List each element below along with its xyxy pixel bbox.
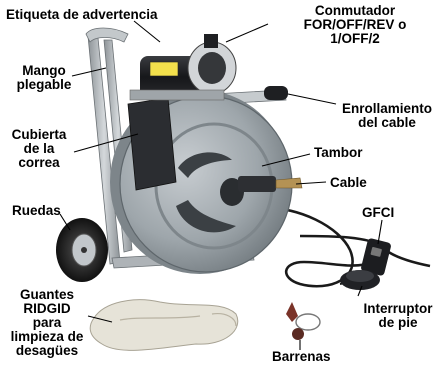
drum-label: Tambor [314,145,363,160]
drum-slot-2 [176,200,236,233]
switch-label-line-1: Conmutador [314,3,396,18]
warning-sticker [149,61,179,77]
wheels-label: Ruedas [12,203,61,218]
augers-label: Barrenas [272,349,331,364]
switch-label-line-2: FOR/OFF/REV o [303,17,407,32]
gloves-label: Guantes RIDGID para limpieza de desagües [4,288,90,358]
belt-cover [127,97,177,191]
motor-mount [129,89,225,101]
gloves-fold [119,315,201,321]
wheel-axle [81,247,87,253]
cable-label: Cable [330,175,367,190]
foot-switch-label: Interruptor de pie [356,302,440,330]
belt-cover-line-1: Cubierta [11,127,67,142]
gloves-cuff [211,313,237,327]
gloves-line-5: desagües [15,343,79,358]
belt-cover-line-3: correa [18,155,60,170]
gloves-line-4: limpieza de [10,329,84,344]
cable-loop [254,206,375,288]
switch-label: Conmutador FOR/OFF/REV o 1/OFF/2 [270,4,440,46]
folding-handle-line-1: Mango [22,63,66,78]
gloves-line-1: Guantes [19,287,74,302]
cable-winding-line-2: del cable [358,115,416,130]
gloves-line-2: RIDGID [23,301,71,316]
cable-winding-label: Enrollamiento del cable [334,102,440,130]
gloves-line-3: para [32,315,62,330]
switch-box [204,34,218,48]
foot-switch-line-2: de pie [378,315,418,330]
handle-grip [264,86,288,100]
cable-tip [275,177,303,189]
frame-handle-bar [85,27,129,43]
auger-1 [286,302,298,322]
gfci-buttons [370,247,382,257]
auger-2 [292,328,304,340]
cable-winding-line-1: Enrollamiento [341,101,432,116]
folding-handle-label: Mango plegable [12,64,76,92]
cable-guide [238,176,276,192]
belt-cover-line-2: de la [23,141,55,156]
auger-ring [295,313,321,331]
folding-handle-line-2: plegable [16,77,72,92]
drum-slot-1 [178,152,232,178]
warning-label-text: Etiqueta de advertencia [6,7,158,22]
motor-end-vent [198,52,226,84]
foot-switch-top [346,270,374,282]
foot-switch-line-1: Interruptor [363,301,433,316]
switch-label-line-3: 1/OFF/2 [330,31,380,46]
belt-cover-label: Cubierta de la correa [4,128,74,170]
gfci-box [361,238,391,276]
gfci-label: GFCI [362,205,395,220]
leader-lines [59,20,383,350]
gloves [89,299,239,351]
